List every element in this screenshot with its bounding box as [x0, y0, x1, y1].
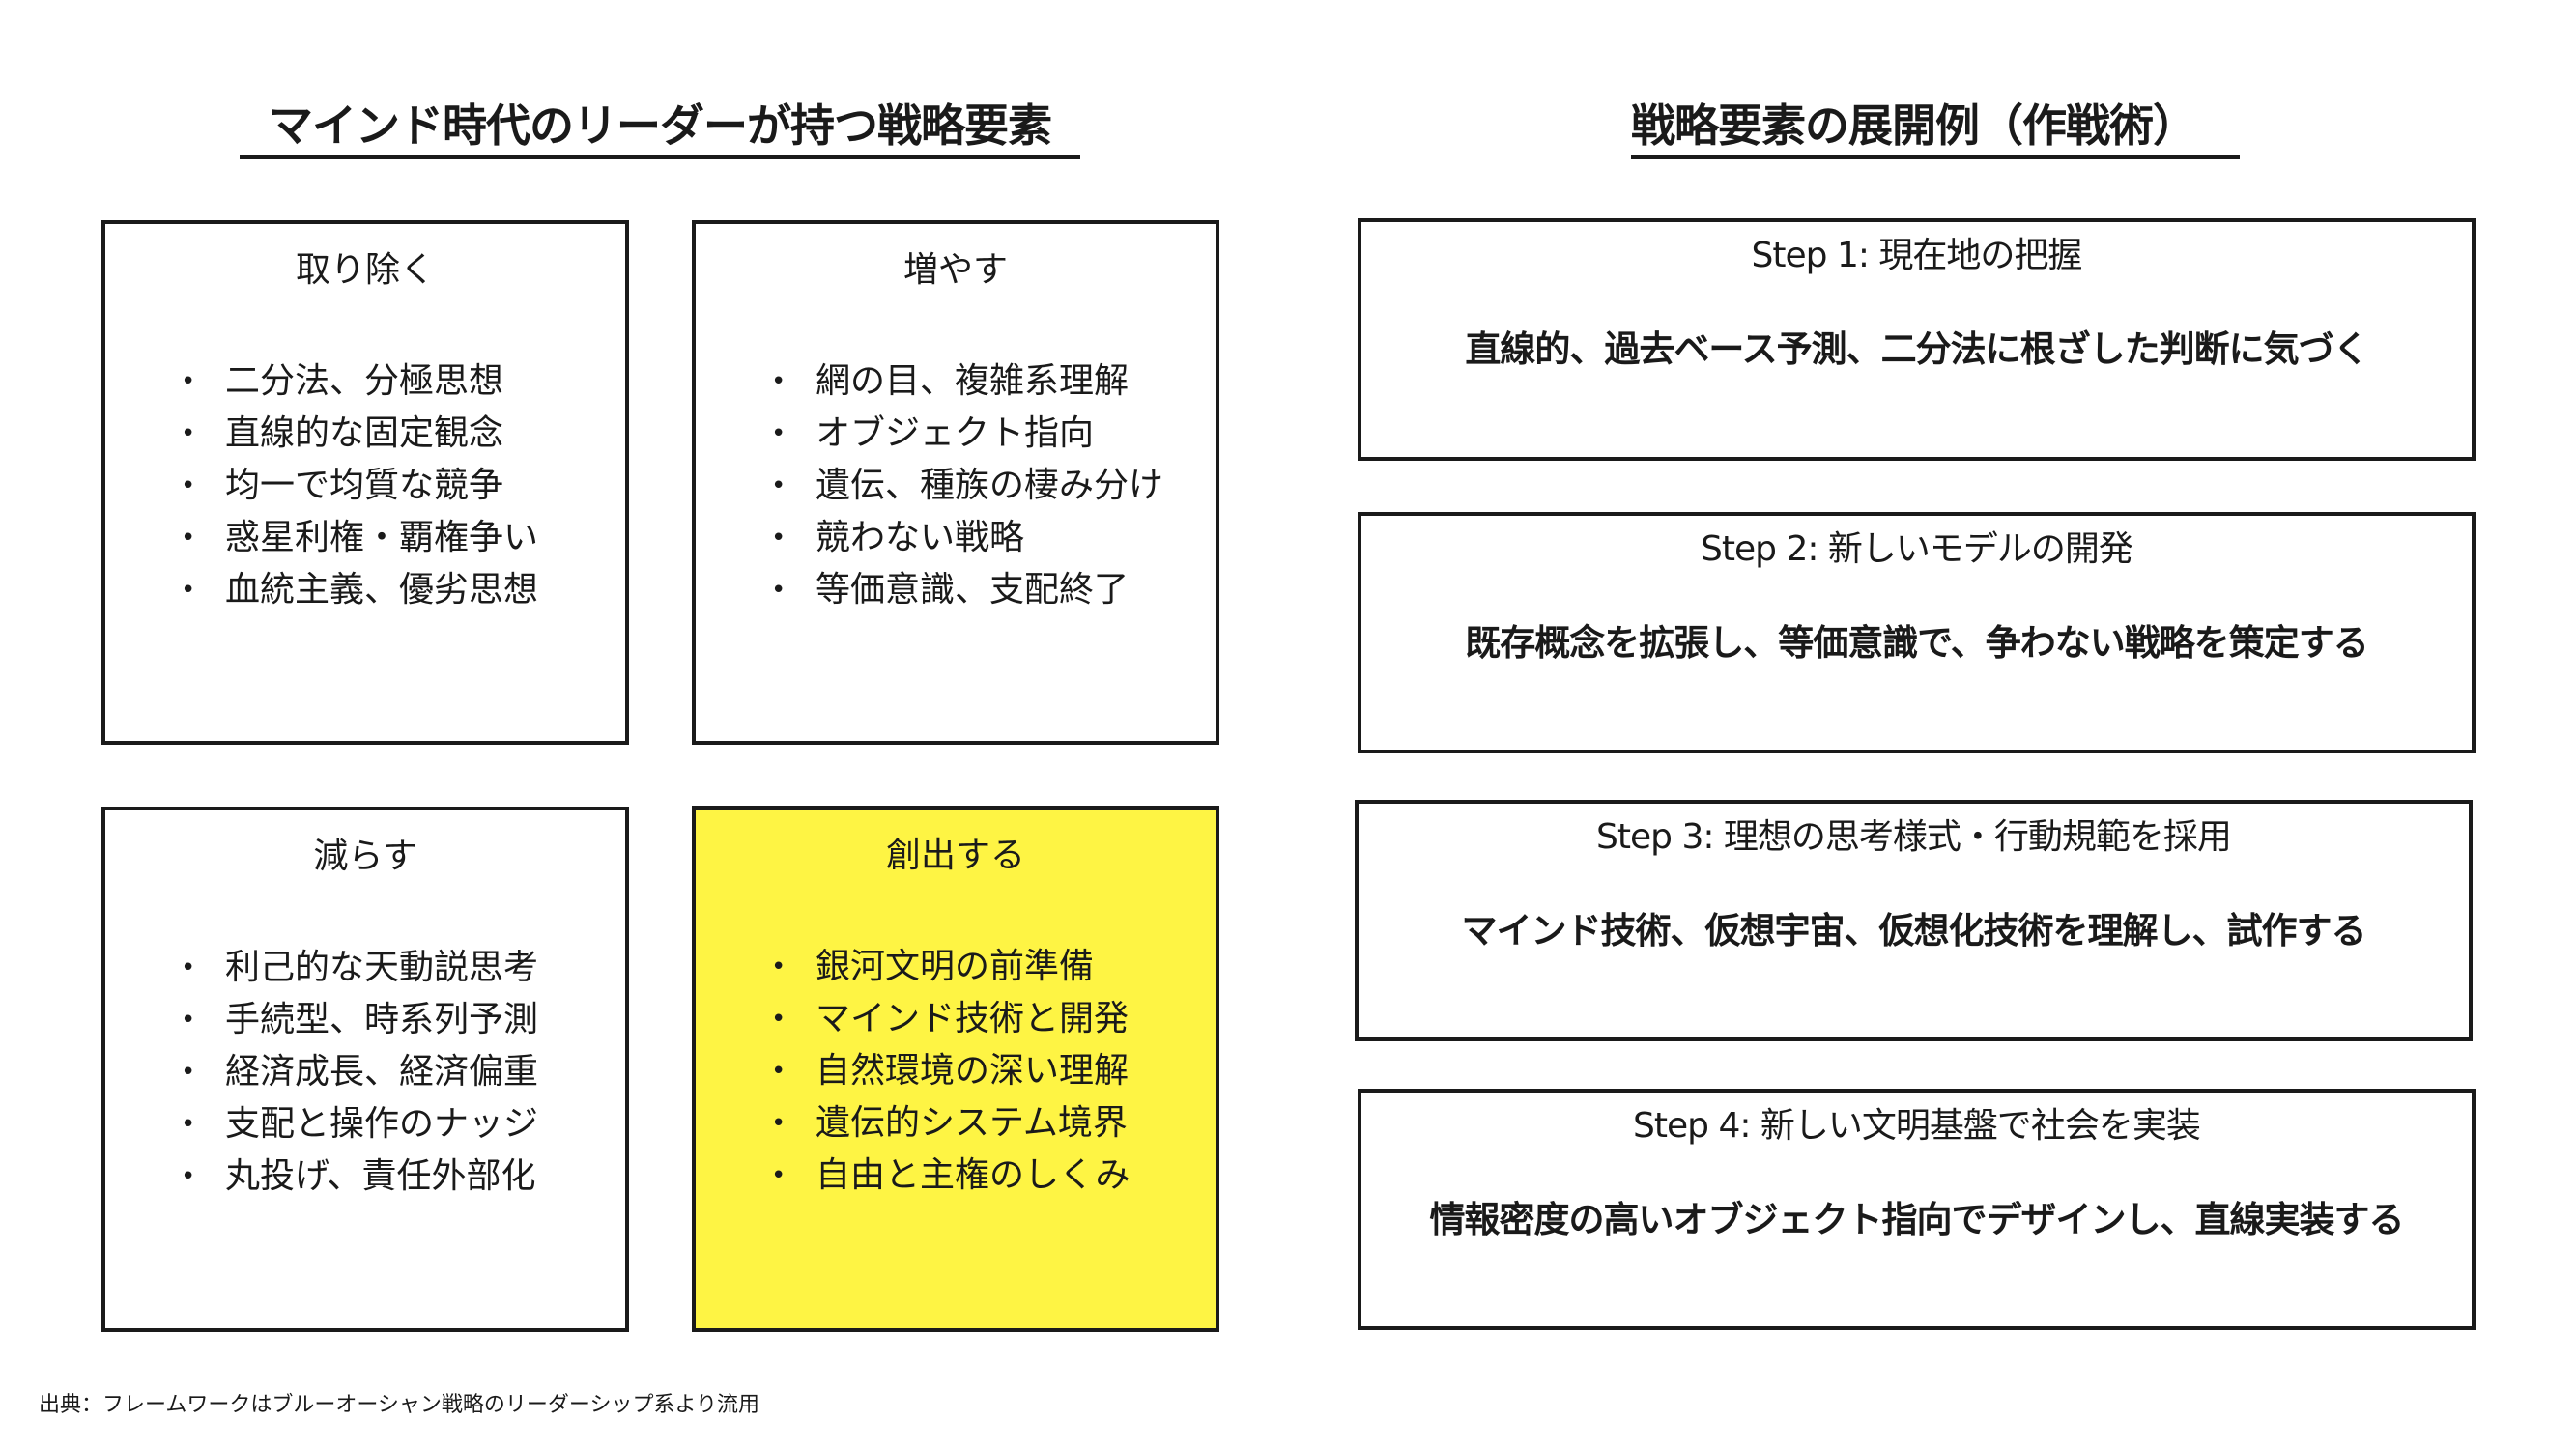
errc-box-reduce: 減らす 利己的な天動説思考 手続型、時系列予測 経済成長、経済偏重 支配と操作の…	[101, 807, 629, 1332]
bullet-list: 網の目、複雑系理解 オブジェクト指向 遺伝、種族の棲み分け 競わない戦略 等価意…	[765, 355, 1163, 616]
list-item: オブジェクト指向	[765, 408, 1163, 460]
list-item: マインド技術と開発	[765, 993, 1130, 1045]
box-heading: 創出する	[885, 836, 1025, 875]
box-heading: 減らす	[313, 837, 417, 876]
step-box-3: Step 3: 理想の思考様式・行動規範を採用 マインド技術、仮想宇宙、仮想化技…	[1355, 800, 2473, 1041]
errc-box-raise: 増やす 網の目、複雑系理解 オブジェクト指向 遺伝、種族の棲み分け 競わない戦略…	[692, 220, 1219, 745]
step-body: 直線的、過去ベース予測、二分法に根ざした判断に気づく	[1465, 328, 2368, 370]
step-heading: Step 1: 現在地の把握	[1751, 236, 2083, 275]
list-item: 惑星利権・覇権争い	[175, 512, 538, 564]
list-item: 血統主義、優劣思想	[175, 564, 538, 616]
list-item: 手続型、時系列予測	[175, 994, 538, 1046]
list-item: 均一で均質な競争	[175, 460, 538, 512]
box-heading: 増やす	[902, 250, 1008, 290]
step-heading: Step 3: 理想の思考様式・行動規範を採用	[1596, 817, 2232, 857]
step-body: マインド技術、仮想宇宙、仮想化技術を理解し、試作する	[1461, 910, 2367, 952]
left-section-title: マインド時代のリーダーが持つ戦略要素	[240, 97, 1080, 159]
box-heading: 取り除く	[295, 250, 435, 290]
step-body: 情報密度の高いオブジェクト指向でデザインし、直線実装する	[1429, 1199, 2405, 1240]
list-item: 遺伝的システム境界	[765, 1097, 1130, 1150]
step-heading: Step 2: 新しいモデルの開発	[1701, 529, 2133, 569]
list-item: 等価意識、支配終了	[765, 564, 1163, 616]
source-note: 出典：フレームワークはブルーオーシャン戦略のリーダーシップ系より流用	[39, 1393, 760, 1417]
bullet-list: 二分法、分極思想 直線的な固定観念 均一で均質な競争 惑星利権・覇権争い 血統主…	[175, 355, 538, 616]
bullet-list: 銀河文明の前準備 マインド技術と開発 自然環境の深い理解 遺伝的システム境界 自…	[765, 941, 1130, 1202]
step-box-1: Step 1: 現在地の把握 直線的、過去ベース予測、二分法に根ざした判断に気づ…	[1358, 218, 2476, 461]
list-item: 網の目、複雑系理解	[765, 355, 1163, 408]
errc-box-eliminate: 取り除く 二分法、分極思想 直線的な固定観念 均一で均質な競争 惑星利権・覇権争…	[101, 220, 629, 745]
list-item: 自由と主権のしくみ	[765, 1150, 1130, 1202]
list-item: 自然環境の深い理解	[765, 1045, 1130, 1097]
errc-box-create: 創出する 銀河文明の前準備 マインド技術と開発 自然環境の深い理解 遺伝的システ…	[692, 806, 1219, 1332]
step-box-2: Step 2: 新しいモデルの開発 既存概念を拡張し、等価意識で、争わない戦略を…	[1358, 512, 2476, 753]
step-box-4: Step 4: 新しい文明基盤で社会を実装 情報密度の高いオブジェクト指向でデザ…	[1358, 1089, 2476, 1330]
right-section-title: 戦略要素の展開例（作戦術）	[1631, 97, 2240, 159]
step-body: 既存概念を拡張し、等価意識で、争わない戦略を策定する	[1465, 622, 2369, 664]
list-item: 二分法、分極思想	[175, 355, 538, 408]
list-item: 遺伝、種族の棲み分け	[765, 460, 1163, 512]
step-heading: Step 4: 新しい文明基盤で社会を実装	[1633, 1106, 2201, 1146]
list-item: 経済成長、経済偏重	[175, 1046, 538, 1098]
list-item: 支配と操作のナッジ	[175, 1098, 538, 1151]
bullet-list: 利己的な天動説思考 手続型、時系列予測 経済成長、経済偏重 支配と操作のナッジ …	[175, 942, 538, 1203]
list-item: 利己的な天動説思考	[175, 942, 538, 994]
list-item: 丸投げ、責任外部化	[175, 1151, 538, 1203]
list-item: 銀河文明の前準備	[765, 941, 1130, 993]
list-item: 競わない戦略	[765, 512, 1163, 564]
list-item: 直線的な固定観念	[175, 408, 538, 460]
